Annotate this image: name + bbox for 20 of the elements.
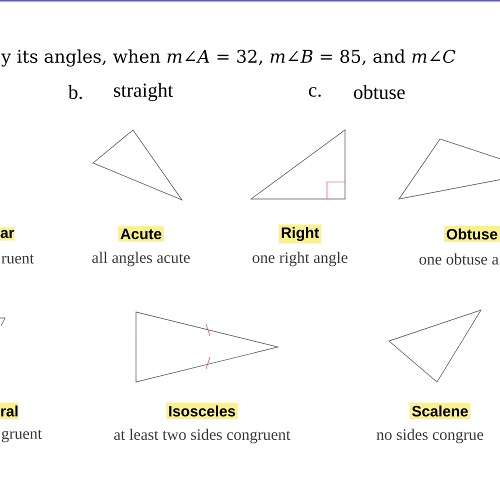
type-label: Acute	[118, 226, 164, 242]
description: gruent	[2, 430, 42, 442]
description: at least two sides congruent	[114, 428, 290, 444]
type-label: Obtuse	[444, 226, 500, 242]
type-label: Scalene	[410, 403, 470, 419]
option-text: obtuse	[354, 84, 405, 100]
question-text: y its angles, when m∠A = 32, m∠B = 85, and m∠C	[1, 49, 456, 67]
triangle	[136, 312, 280, 382]
type-label: ral	[0, 403, 19, 419]
description: one right angle	[252, 252, 348, 266]
description: all angles acute	[92, 252, 190, 266]
option-letter: c.	[308, 87, 321, 97]
type-label: ar	[0, 227, 14, 241]
description: one obtuse a	[419, 253, 499, 265]
description: ruent	[2, 254, 34, 264]
description: no sides congrue	[376, 428, 484, 444]
option-text: straight	[114, 82, 174, 102]
option-letter: b.	[68, 84, 82, 100]
type-label: Right	[278, 224, 322, 244]
type-label: Isosceles	[166, 403, 238, 419]
